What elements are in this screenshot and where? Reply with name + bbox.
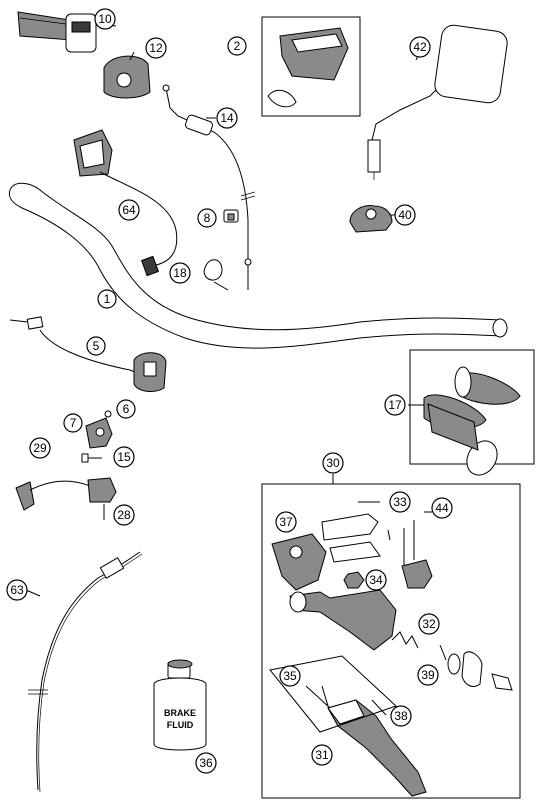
leader-lines <box>25 23 447 716</box>
callout-15: 15 <box>113 446 135 468</box>
clutch-cable <box>28 551 143 793</box>
svg-text:2: 2 <box>234 39 241 53</box>
svg-text:10: 10 <box>98 12 112 26</box>
cable-clamp <box>223 209 239 223</box>
svg-text:30: 30 <box>326 456 340 470</box>
svg-text:17: 17 <box>388 398 402 412</box>
callout-8: 8 <box>197 208 217 228</box>
callout-42: 42 <box>409 36 431 58</box>
callout-2: 2 <box>227 36 247 56</box>
switch-assembly <box>9 316 167 392</box>
callout-31: 31 <box>311 744 333 766</box>
callout-37: 37 <box>275 511 297 533</box>
grips-box <box>409 349 535 476</box>
svg-text:32: 32 <box>422 617 436 631</box>
svg-text:42: 42 <box>413 40 427 54</box>
mirror-clamp <box>349 205 393 233</box>
callout-10: 10 <box>94 8 116 30</box>
svg-text:8: 8 <box>204 211 211 225</box>
svg-text:12: 12 <box>149 41 163 55</box>
brake-fluid-label-line1: BRAKE <box>164 708 196 718</box>
callout-29: 29 <box>29 437 51 459</box>
svg-text:63: 63 <box>10 583 24 597</box>
svg-text:15: 15 <box>117 450 131 464</box>
throttle-grip <box>17 11 97 53</box>
svg-text:31: 31 <box>315 748 329 762</box>
callout-30: 30 <box>322 452 344 474</box>
svg-text:28: 28 <box>117 508 131 522</box>
brake-fluid-label: BRAKE FLUID <box>164 708 196 730</box>
callout-14: 14 <box>216 107 238 129</box>
svg-text:35: 35 <box>283 669 297 683</box>
svg-text:44: 44 <box>435 501 449 515</box>
callout-18: 18 <box>169 262 191 284</box>
svg-text:38: 38 <box>394 709 408 723</box>
callout-63: 63 <box>6 579 28 601</box>
callout-39: 39 <box>417 664 439 686</box>
svg-text:36: 36 <box>199 756 213 770</box>
throttle-cover <box>103 55 151 99</box>
callout-38: 38 <box>390 705 412 727</box>
callout-7: 7 <box>63 413 83 433</box>
callout-34: 34 <box>365 569 387 591</box>
handlebar <box>8 182 508 349</box>
callout-44: 44 <box>431 497 453 519</box>
callout-1: 1 <box>97 289 117 309</box>
svg-text:33: 33 <box>393 495 407 509</box>
switch-clamp <box>81 410 113 463</box>
brake-fluid-bottle <box>153 659 207 751</box>
callout-36: 36 <box>195 752 217 774</box>
svg-text:34: 34 <box>369 573 383 587</box>
svg-text:7: 7 <box>70 416 77 430</box>
brake-assembly-box <box>261 474 521 799</box>
brake-fluid-label-line2: FLUID <box>167 720 194 730</box>
callout-35: 35 <box>279 665 301 687</box>
callout-28: 28 <box>113 504 135 526</box>
svg-text:14: 14 <box>220 111 234 125</box>
svg-text:64: 64 <box>122 203 136 217</box>
svg-text:37: 37 <box>279 515 293 529</box>
callout-5: 5 <box>86 336 106 356</box>
cable-tie <box>203 259 229 291</box>
hand-guard-box <box>261 16 361 117</box>
callout-12: 12 <box>145 37 167 59</box>
svg-text:5: 5 <box>93 339 100 353</box>
svg-text:18: 18 <box>173 266 187 280</box>
callout-6: 6 <box>116 399 136 419</box>
callout-40: 40 <box>394 204 416 226</box>
callout-33: 33 <box>389 491 411 513</box>
callout-64: 64 <box>118 199 140 221</box>
svg-text:1: 1 <box>104 292 111 306</box>
mirror <box>367 24 508 180</box>
clutch-switch <box>15 477 117 520</box>
kill-switch <box>73 129 178 277</box>
svg-text:39: 39 <box>421 668 435 682</box>
svg-text:6: 6 <box>123 402 130 416</box>
callout-32: 32 <box>418 613 440 635</box>
callout-17: 17 <box>384 394 406 416</box>
svg-text:40: 40 <box>398 208 412 222</box>
throttle-cable <box>162 84 256 290</box>
svg-text:29: 29 <box>33 441 47 455</box>
